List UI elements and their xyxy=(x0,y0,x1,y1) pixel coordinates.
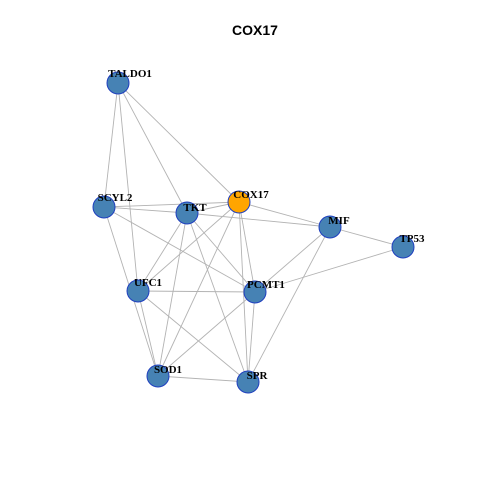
node-label-pcmt1: PCMT1 xyxy=(247,279,285,291)
node-scyl2 xyxy=(92,195,116,219)
edge-cox17-mif xyxy=(238,201,331,228)
edge-scyl2-cox17 xyxy=(103,201,240,208)
edge-tkt-ufc1 xyxy=(137,212,188,292)
edge-ufc1-pcmt1 xyxy=(137,290,256,293)
node-label-taldo1: TALDO1 xyxy=(108,68,152,80)
edge-tkt-mif xyxy=(186,212,331,228)
node-pcmt1 xyxy=(243,280,267,304)
edge-taldo1-ufc1 xyxy=(117,82,139,292)
edge-tkt-sod1 xyxy=(157,212,188,377)
edge-mif-spr xyxy=(247,226,331,383)
node-label-mif: MIF xyxy=(328,215,350,227)
node-label-ufc1: UFC1 xyxy=(134,277,162,289)
node-taldo1 xyxy=(106,71,130,95)
node-tp53 xyxy=(391,235,415,259)
edge-tkt-spr xyxy=(186,212,249,383)
edge-cox17-pcmt1 xyxy=(238,201,256,293)
node-label-spr: SPR xyxy=(247,370,269,382)
node-label-scyl2: SCYL2 xyxy=(98,192,133,204)
edge-tkt-pcmt1 xyxy=(186,212,256,293)
edge-ufc1-spr xyxy=(137,290,249,383)
node-label-cox17: COX17 xyxy=(233,189,269,201)
edge-ufc1-sod1 xyxy=(137,290,159,377)
node-ufc1 xyxy=(126,279,150,303)
edge-sod1-spr xyxy=(157,375,249,383)
node-label-sod1: SOD1 xyxy=(154,364,182,376)
node-spr xyxy=(236,370,260,394)
node-layer xyxy=(92,71,415,394)
node-label-tp53: TP53 xyxy=(399,233,425,245)
edge-cox17-ufc1 xyxy=(137,201,240,292)
edge-mif-pcmt1 xyxy=(254,226,331,293)
node-tkt xyxy=(175,201,199,225)
node-cox17 xyxy=(227,190,251,214)
edge-pcmt1-spr xyxy=(247,291,256,383)
node-sod1 xyxy=(146,364,170,388)
edge-layer xyxy=(103,82,404,383)
node-mif xyxy=(318,215,342,239)
edge-mif-tp53 xyxy=(329,226,404,248)
diagram-title: COX17 xyxy=(232,22,278,38)
edge-taldo1-cox17 xyxy=(117,82,240,203)
edge-scyl2-tkt xyxy=(103,206,188,214)
edge-cox17-sod1 xyxy=(157,201,240,377)
edge-tp53-pcmt1 xyxy=(254,246,404,293)
edge-taldo1-tkt xyxy=(117,82,188,214)
edge-scyl2-pcmt1 xyxy=(103,206,256,293)
edge-pcmt1-sod1 xyxy=(157,291,256,377)
node-label-tkt: TKT xyxy=(183,202,207,214)
edge-taldo1-scyl2 xyxy=(103,82,119,208)
